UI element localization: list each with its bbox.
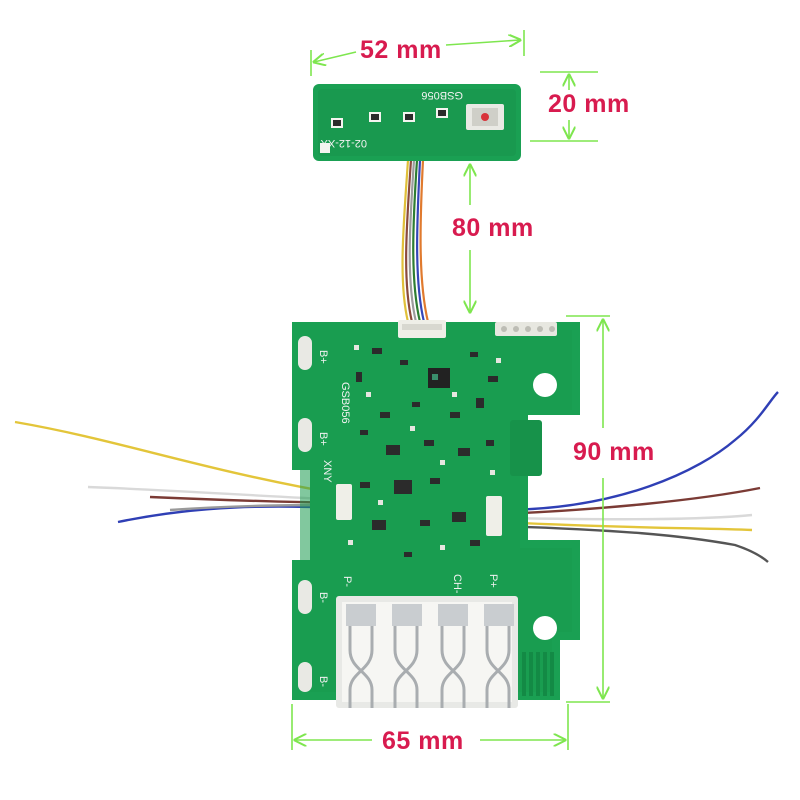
right-balance-connector bbox=[486, 496, 502, 536]
terminal-label-p-plus: P+ bbox=[487, 574, 499, 588]
terminal-label-ch-minus: CH- bbox=[451, 574, 463, 594]
dimension-cable-length: 80 mm bbox=[452, 214, 534, 242]
ribbon-cable bbox=[401, 159, 430, 323]
dimension-board-width: 65 mm bbox=[382, 727, 464, 755]
board-model-text: GSB056 bbox=[339, 382, 351, 424]
output-terminal-block bbox=[336, 596, 518, 708]
indicator-board: GSB056 02-12-XX bbox=[313, 84, 521, 161]
led-row bbox=[331, 108, 448, 128]
smd-components bbox=[348, 345, 501, 557]
pad-label-3: B- bbox=[317, 592, 329, 603]
pad-label-4: B- bbox=[317, 676, 329, 687]
left-balance-connector bbox=[336, 484, 352, 520]
pad-label-1: B+ bbox=[317, 350, 329, 364]
terminal-label-p-minus: P- bbox=[341, 576, 353, 587]
dimension-top-width: 52 mm bbox=[360, 36, 442, 64]
bms-board: B+ B+ B- B- GSB056 XNY bbox=[292, 320, 580, 708]
pcb-pad-strip bbox=[522, 652, 554, 696]
balance-wires-right bbox=[499, 391, 779, 563]
push-button-icon bbox=[466, 104, 504, 130]
indicator-date-text: 02-12-XX bbox=[320, 137, 367, 149]
test-pads bbox=[495, 322, 557, 336]
indicator-model-text: GSB056 bbox=[421, 89, 463, 101]
cell-pads bbox=[298, 336, 312, 692]
board-side-label: XNY bbox=[321, 460, 333, 483]
dimension-board-height: 90 mm bbox=[573, 438, 655, 466]
dimension-top-height: 20 mm bbox=[548, 90, 630, 118]
dimension-lines bbox=[291, 30, 610, 750]
pad-label-2: B+ bbox=[317, 432, 329, 446]
